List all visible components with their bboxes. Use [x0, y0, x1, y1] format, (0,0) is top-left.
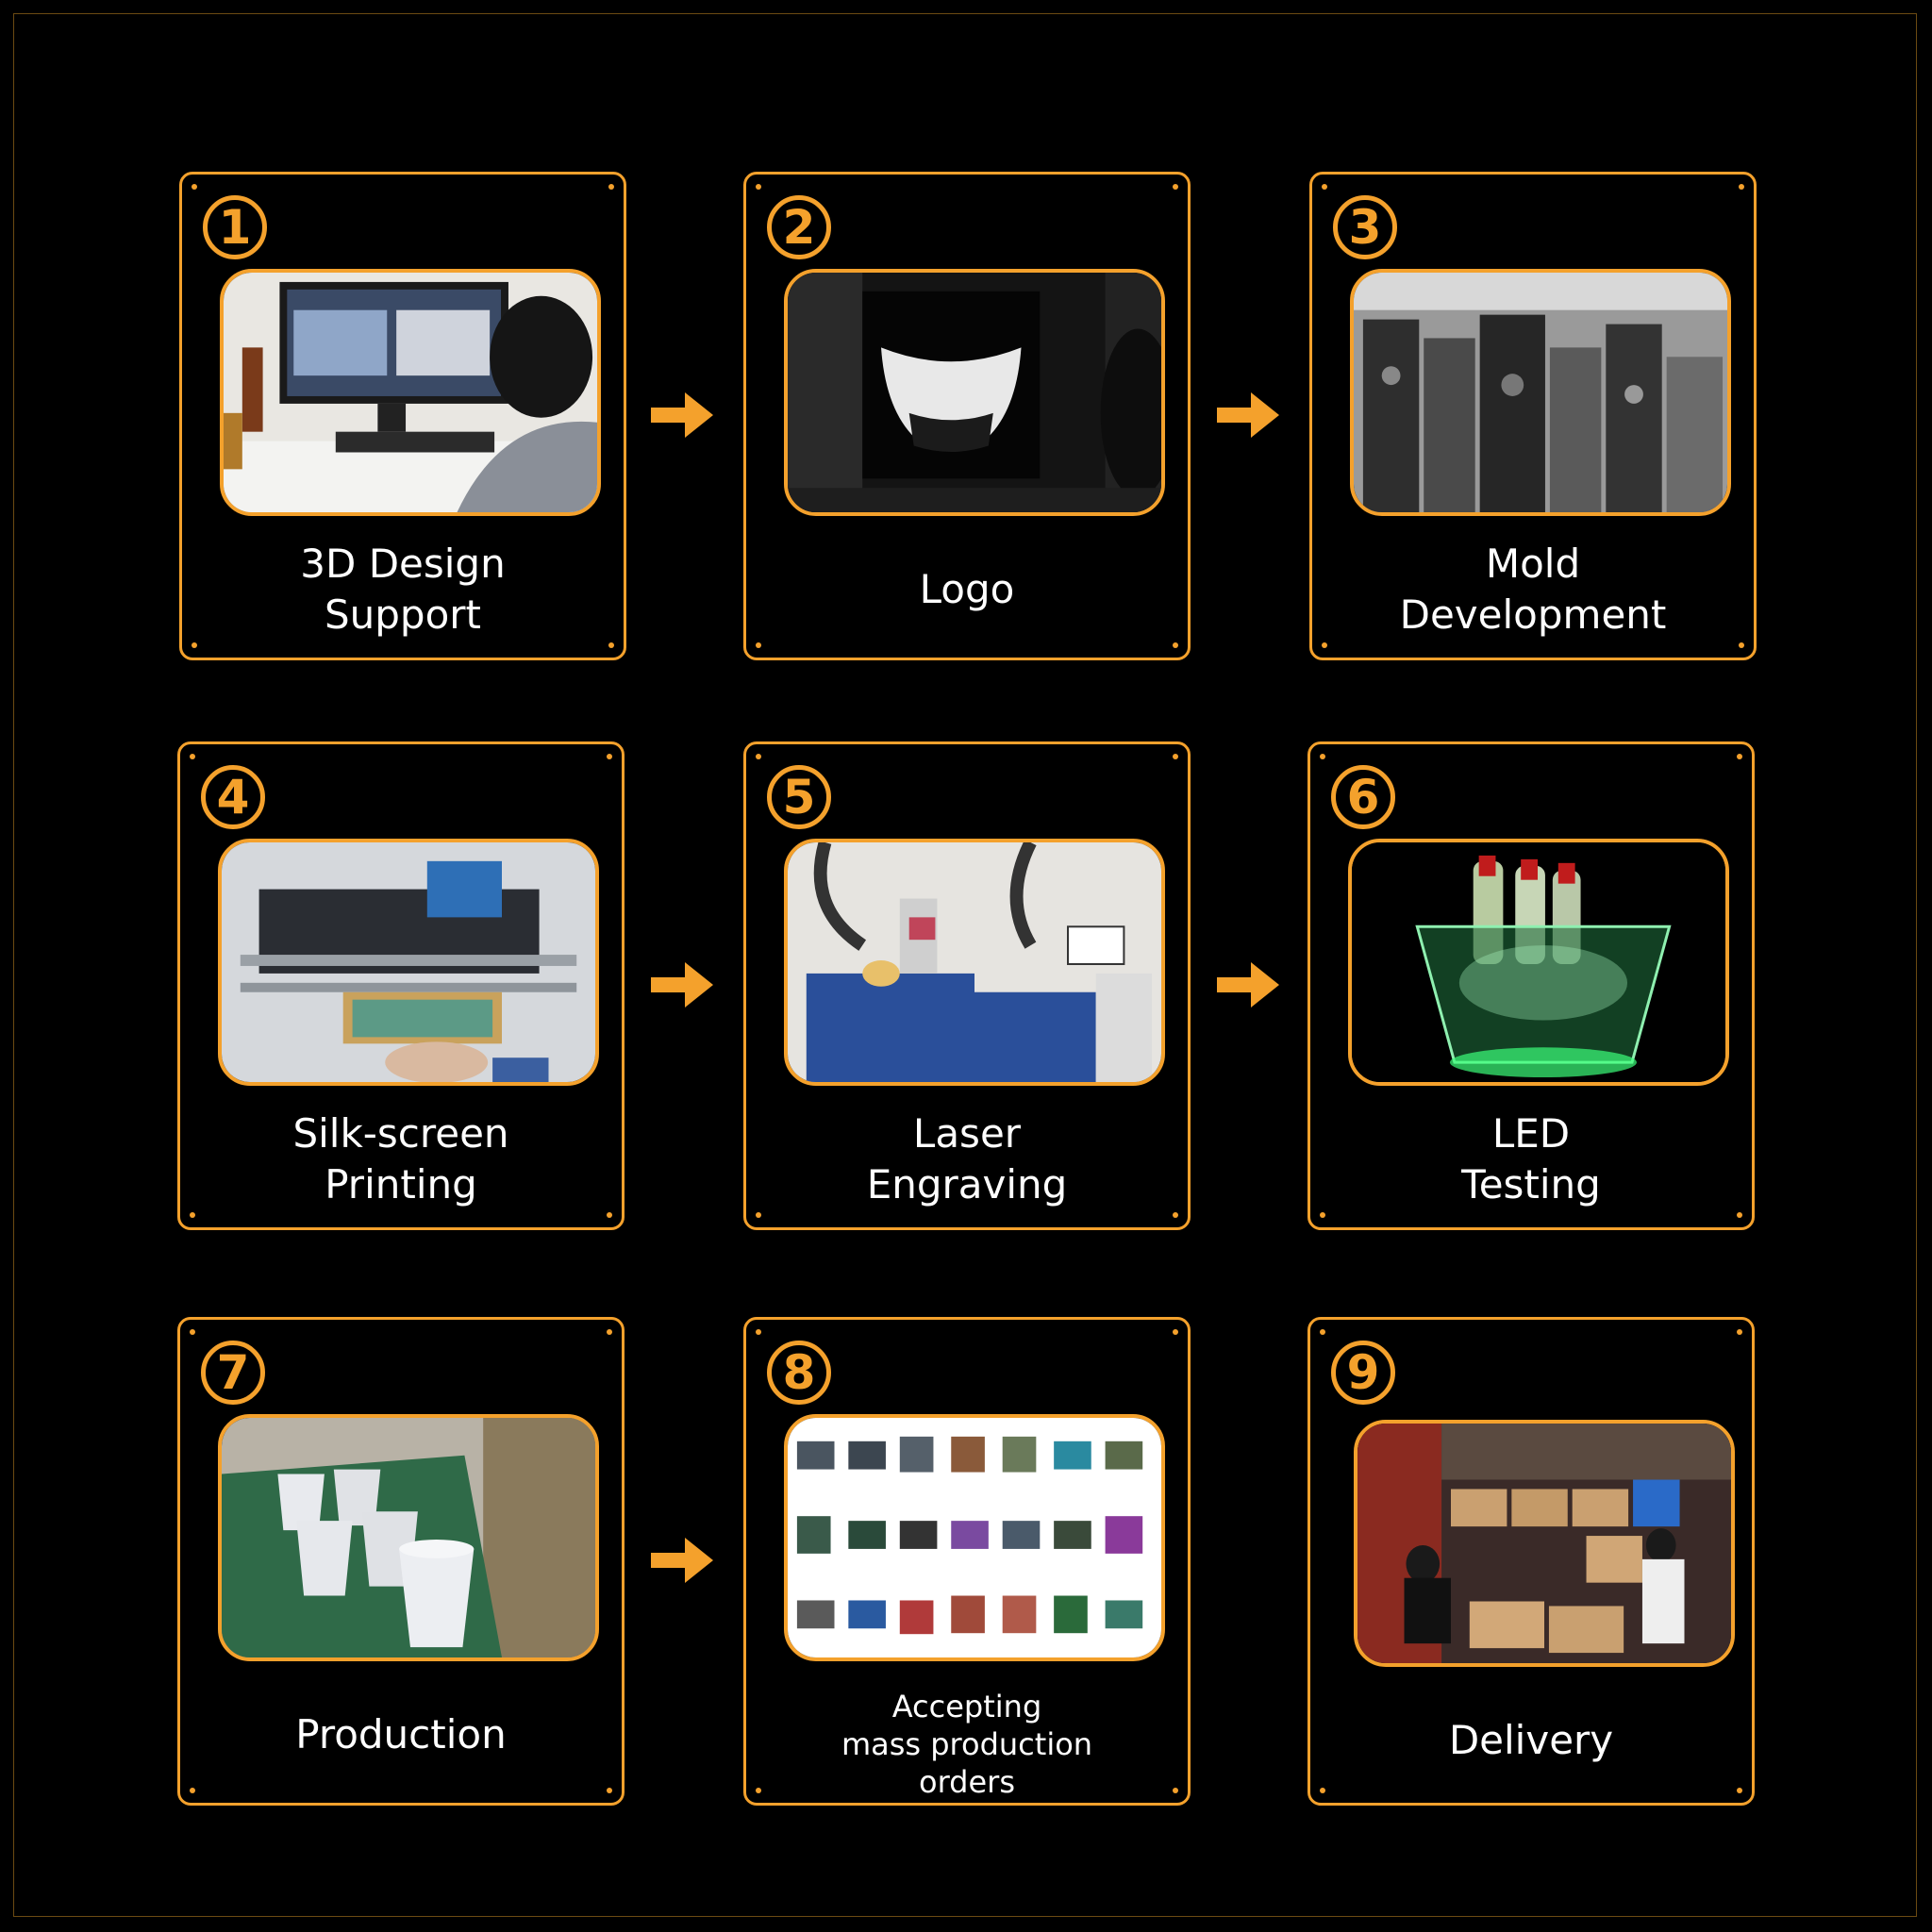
arrow-right-icon	[651, 962, 713, 1008]
mold-storage-photo	[1350, 269, 1731, 516]
step-number-badge: 4	[201, 765, 265, 829]
step-label: Logo	[919, 566, 1015, 612]
step-label: Accepting mass production orders	[841, 1689, 1093, 1800]
step-label: Laser Engraving	[866, 1110, 1068, 1208]
step-card-7: 7 Production	[177, 1317, 625, 1806]
arrow-right-icon	[1217, 392, 1279, 438]
outer-frame	[13, 13, 1917, 1917]
step-number-badge: 6	[1331, 765, 1395, 829]
step-card-2: 2 Logo	[743, 172, 1191, 660]
step-label: Delivery	[1448, 1717, 1614, 1763]
step-card-4: 4 Silk-screen Printing	[177, 741, 625, 1230]
led-bucket-photo	[1348, 839, 1729, 1086]
step-label: Production	[295, 1711, 507, 1757]
production-line-photo	[218, 1414, 599, 1661]
computer-design-photo	[220, 269, 601, 516]
step-label: Mold Development	[1399, 541, 1667, 638]
step-number-badge: 2	[767, 195, 831, 259]
step-number-badge: 8	[767, 1341, 831, 1405]
arrow-right-icon	[1217, 962, 1279, 1008]
product-grid-photo	[784, 1414, 1165, 1661]
step-number-badge: 9	[1331, 1341, 1395, 1405]
screen-printing-photo	[218, 839, 599, 1086]
step-card-5: 5 Laser Engraving	[743, 741, 1191, 1230]
warehouse-delivery-photo	[1354, 1420, 1735, 1667]
step-card-6: 6 LED Testing	[1307, 741, 1755, 1230]
step-label: Silk-screen Printing	[292, 1110, 509, 1208]
logo-render-photo	[784, 269, 1165, 516]
step-label: 3D Design Support	[300, 541, 506, 638]
step-card-9: 9 Delivery	[1307, 1317, 1755, 1806]
step-number-badge: 7	[201, 1341, 265, 1405]
step-card-8: 8 Accepting mass production orders	[743, 1317, 1191, 1806]
step-number-badge: 5	[767, 765, 831, 829]
arrow-right-icon	[651, 1538, 713, 1583]
step-number-badge: 1	[203, 195, 267, 259]
step-label: LED Testing	[1461, 1110, 1601, 1208]
step-card-3: 3 Mold Development	[1309, 172, 1757, 660]
laser-machine-photo	[784, 839, 1165, 1086]
step-number-badge: 3	[1333, 195, 1397, 259]
step-card-1: 1 3D Design Support	[179, 172, 626, 660]
arrow-right-icon	[651, 392, 713, 438]
